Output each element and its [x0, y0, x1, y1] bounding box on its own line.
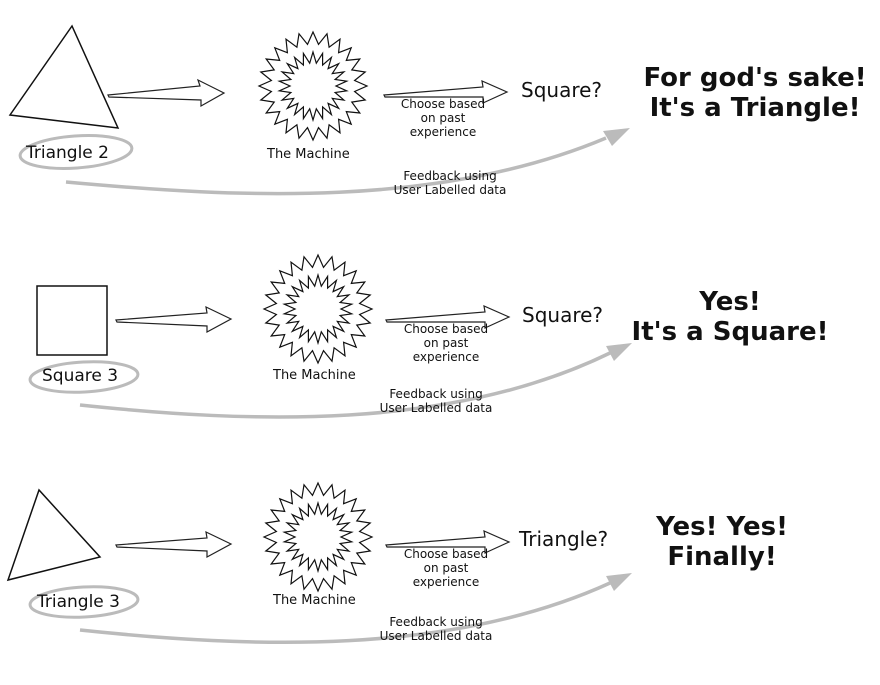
shape-label: Square 3	[42, 366, 119, 386]
gear-outer-ring	[257, 30, 369, 142]
input-arrow	[115, 530, 233, 559]
user-reaction: Yes! Yes! Finally!	[622, 512, 822, 572]
feedback-line-2: User Labelled data	[379, 629, 493, 643]
feedback-line-1: Feedback using	[389, 615, 483, 629]
machine-guess: Square?	[522, 303, 604, 327]
feedback-arrow	[65, 136, 607, 196]
choose-line-1: Choose based	[403, 547, 489, 561]
row-2-artwork	[28, 253, 632, 419]
machine-label: The Machine	[273, 368, 356, 383]
machine-label: The Machine	[267, 147, 350, 162]
reaction-line-1: Yes!	[699, 287, 761, 317]
gear-inner-ring	[282, 272, 354, 346]
output-arrow	[385, 305, 511, 329]
choose-caption: Choose based on past experience	[393, 97, 493, 139]
choose-line-1: Choose based	[403, 322, 489, 336]
input-arrow	[107, 78, 226, 108]
user-reaction: For god's sake! It's a Triangle!	[640, 63, 870, 123]
machine-guess: Square?	[521, 78, 603, 102]
row-1-artwork	[8, 24, 630, 196]
shape-label: Triangle 3	[37, 592, 120, 612]
machine-gear-icon	[262, 481, 374, 593]
choose-line-3: experience	[409, 125, 477, 139]
machine-gear-icon	[262, 253, 374, 365]
output-arrow	[385, 530, 511, 554]
feedback-caption: Feedback using User Labelled data	[366, 615, 506, 643]
machine-label: The Machine	[273, 593, 356, 608]
choose-line-1: Choose based	[400, 97, 486, 111]
gear-outer-ring	[262, 481, 374, 593]
reaction-line-2: Finally!	[667, 542, 777, 572]
choose-line-2: on past	[420, 111, 466, 125]
gear-inner-ring	[282, 500, 354, 574]
shape-label: Triangle 2	[26, 143, 109, 163]
feedback-arrowhead	[606, 573, 632, 591]
choose-caption: Choose based on past experience	[396, 322, 496, 364]
row-3-artwork	[6, 481, 632, 645]
feedback-arrow	[79, 351, 611, 419]
machine-gear-icon	[257, 30, 369, 142]
diagram-row-2: Square 3 The Machine Choose based on pas…	[0, 225, 880, 453]
diagram-row-1: Triangle 2 The Machine Choose based on p…	[0, 0, 880, 228]
label-circle	[28, 360, 140, 394]
reaction-line-2: It's a Square!	[631, 317, 829, 347]
feedback-arrow	[79, 581, 611, 645]
gear-outer-ring	[262, 253, 374, 365]
output-arrow	[383, 80, 509, 104]
diagram-row-3: Triangle 3 The Machine Choose based on p…	[0, 450, 880, 678]
choose-line-3: experience	[412, 350, 480, 364]
input-arrow	[115, 305, 233, 334]
machine-guess: Triangle?	[519, 527, 609, 551]
label-circle	[28, 585, 140, 619]
feedback-line-1: Feedback using	[403, 169, 497, 183]
choose-line-2: on past	[423, 561, 469, 575]
feedback-caption: Feedback using User Labelled data	[366, 387, 506, 415]
gear-inner-ring	[277, 49, 349, 123]
choose-line-2: on past	[423, 336, 469, 350]
choose-line-3: experience	[412, 575, 480, 589]
choose-caption: Choose based on past experience	[396, 547, 496, 589]
reaction-line-1: For god's sake!	[643, 63, 867, 93]
feedback-line-1: Feedback using	[389, 387, 483, 401]
label-circle	[18, 134, 134, 170]
feedback-arrowhead	[603, 128, 630, 146]
feedback-line-2: User Labelled data	[393, 183, 507, 197]
feedback-caption: Feedback using User Labelled data	[380, 169, 520, 197]
feedback-arrowhead	[606, 343, 632, 361]
triangle-shape	[6, 488, 102, 582]
user-reaction: Yes! It's a Square!	[630, 287, 830, 347]
square-shape	[36, 285, 108, 356]
triangle-shape	[8, 24, 120, 129]
reaction-line-2: It's a Triangle!	[649, 93, 861, 123]
feedback-line-2: User Labelled data	[379, 401, 493, 415]
reaction-line-1: Yes! Yes!	[656, 512, 788, 542]
